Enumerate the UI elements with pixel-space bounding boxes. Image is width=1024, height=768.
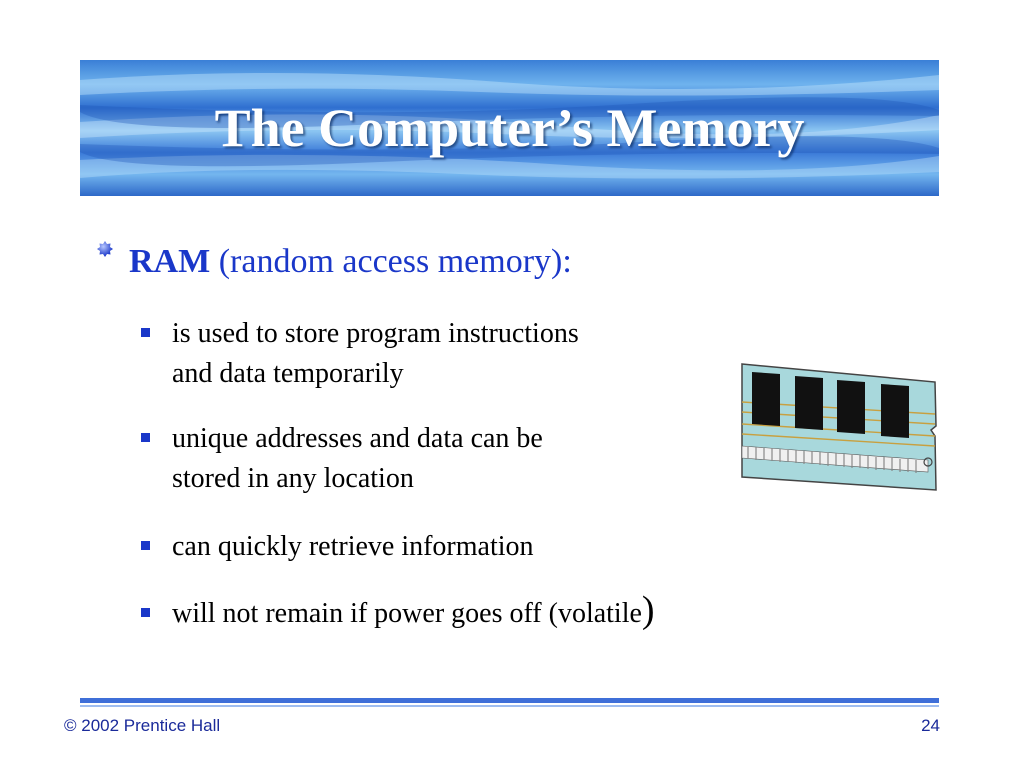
square-bullet-icon: [141, 328, 150, 337]
square-bullet-icon: [141, 608, 150, 617]
footer-copyright: © 2002 Prentice Hall: [64, 716, 221, 735]
wave-texture: [80, 72, 939, 179]
main-bullet-marker: [96, 240, 114, 258]
footer-rule: [80, 698, 939, 703]
main-bullet-text: RAM (random access memory):: [129, 240, 572, 284]
page-number: 24: [921, 716, 940, 735]
footer-rule-thin: [80, 705, 939, 707]
sub-bullet-3-text: can quickly retrieve information: [172, 531, 534, 562]
ram-term: RAM: [129, 243, 211, 280]
ram-chip-icon: [741, 363, 937, 491]
square-bullet-icon: [141, 433, 150, 442]
round-bullet-icon: [97, 241, 113, 257]
sub-bullet-4-text: will not remain if power goes off (volat…: [172, 589, 655, 631]
ram-definition: (random access memory):: [210, 243, 572, 280]
title-banner: The Computer’s Memory: [80, 60, 939, 196]
slide-title: The Computer’s Memory: [214, 98, 805, 158]
square-bullet-icon: [141, 541, 150, 550]
